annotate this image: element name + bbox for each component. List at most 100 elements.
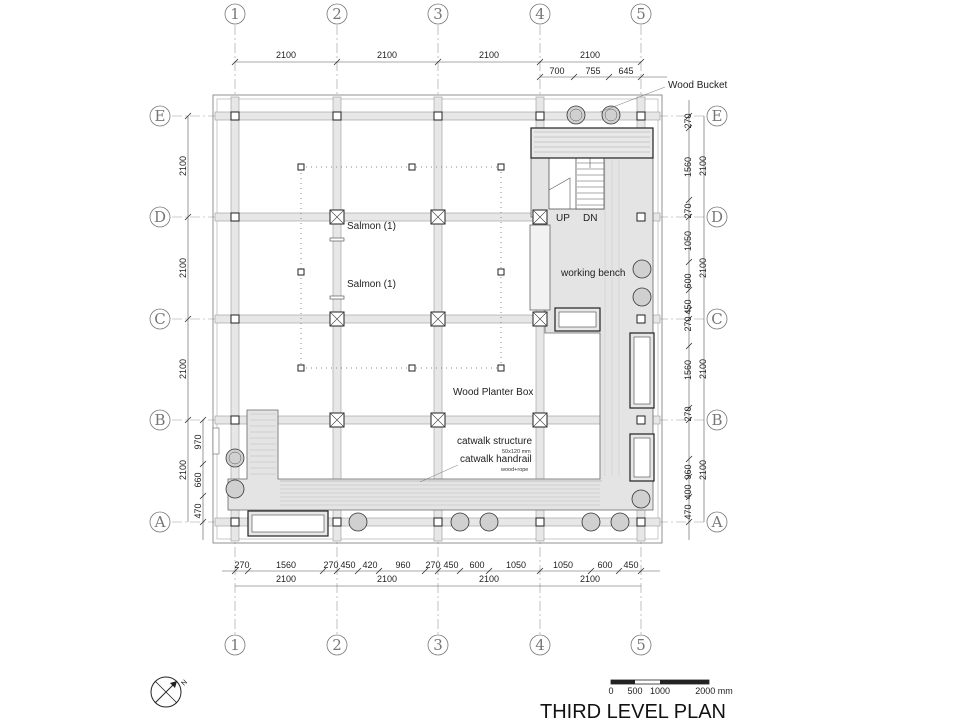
svg-text:400: 400 xyxy=(683,484,693,499)
catwalk-structure-label: catwalk structure xyxy=(457,436,532,447)
svg-text:2100: 2100 xyxy=(276,574,296,584)
left-dimensions: 2100 2100 2100 2100 970 660 470 xyxy=(178,112,220,540)
svg-text:420: 420 xyxy=(362,560,377,570)
svg-text:2100: 2100 xyxy=(698,359,708,379)
svg-text:2100: 2100 xyxy=(479,50,499,60)
working-bench-label: working bench xyxy=(560,268,625,279)
svg-text:1050: 1050 xyxy=(683,231,693,251)
north-letter: N xyxy=(180,679,189,688)
svg-text:270: 270 xyxy=(683,113,693,128)
wood-buckets xyxy=(225,105,652,532)
grid-col-3-top: 3 xyxy=(433,5,443,23)
catwalk-handrail-label: catwalk handrail xyxy=(460,454,532,465)
grid-row-e-left: E xyxy=(155,107,166,125)
grid-row-a-right: A xyxy=(711,513,723,531)
columns xyxy=(230,111,646,527)
grid-row-c-left: C xyxy=(154,310,165,328)
svg-text:450: 450 xyxy=(340,560,355,570)
svg-text:270: 270 xyxy=(323,560,338,570)
svg-text:755: 755 xyxy=(585,66,600,76)
svg-text:450: 450 xyxy=(683,299,693,314)
grid-row-c-right: C xyxy=(711,310,722,328)
wood-planter-box-label: Wood Planter Box xyxy=(453,387,533,398)
top-bench-box xyxy=(530,127,654,159)
svg-text:1000: 1000 xyxy=(650,686,670,696)
drawing-title: THIRD LEVEL PLAN xyxy=(540,701,726,723)
svg-text:600: 600 xyxy=(469,560,484,570)
grid-col-2-bottom: 2 xyxy=(332,636,342,654)
grid-col-5-bottom: 5 xyxy=(636,636,646,654)
svg-text:1050: 1050 xyxy=(506,560,526,570)
salmon-label-1: Salmon (1) xyxy=(347,221,396,232)
svg-text:2100: 2100 xyxy=(698,258,708,278)
grid-row-b-left: B xyxy=(154,411,165,429)
column-bubbles-bottom: 1 2 3 4 5 xyxy=(224,634,652,656)
svg-text:700: 700 xyxy=(549,66,564,76)
grid-col-1-top: 1 xyxy=(230,5,240,23)
grid-row-b-right: B xyxy=(711,411,722,429)
svg-text:600: 600 xyxy=(683,273,693,288)
planter-frame-dotted xyxy=(300,166,502,369)
svg-text:270: 270 xyxy=(683,203,693,218)
svg-text:270: 270 xyxy=(683,316,693,331)
svg-text:270: 270 xyxy=(425,560,440,570)
svg-text:2100: 2100 xyxy=(698,156,708,176)
svg-text:2100: 2100 xyxy=(377,574,397,584)
svg-text:2100: 2100 xyxy=(698,460,708,480)
svg-text:2000 mm: 2000 mm xyxy=(695,686,733,696)
svg-text:960: 960 xyxy=(395,560,410,570)
bottom-dimensions: 270 1560 270 450 420 960 270 450 600 105… xyxy=(222,560,660,587)
svg-text:450: 450 xyxy=(443,560,458,570)
floor-slab-outline xyxy=(212,94,663,544)
salmon-label-2: Salmon (1) xyxy=(347,279,396,290)
planter-boxes xyxy=(247,307,655,537)
grid-row-d-right: D xyxy=(711,208,723,226)
row-bubbles-left: E D C B A xyxy=(149,105,171,533)
grid-col-5-top: 5 xyxy=(636,5,646,23)
stair xyxy=(548,156,605,210)
svg-text:2100: 2100 xyxy=(178,156,188,176)
column-bubbles-top: 1 2 3 4 5 xyxy=(224,3,652,25)
right-dimensions: 270 1560 270 1050 600 450 270 1560 270 9… xyxy=(683,100,708,540)
svg-text:600: 600 xyxy=(597,560,612,570)
grid-col-1-bottom: 1 xyxy=(230,636,240,654)
svg-text:2100: 2100 xyxy=(377,50,397,60)
scale-bar: 0 500 1000 2000 mm xyxy=(608,679,733,696)
grid-row-d-left: D xyxy=(154,208,166,226)
grid-row-a-left: A xyxy=(154,513,166,531)
svg-text:2100: 2100 xyxy=(276,50,296,60)
svg-text:500: 500 xyxy=(627,686,642,696)
svg-text:970: 970 xyxy=(193,434,203,449)
grid-col-4-top: 4 xyxy=(535,5,545,23)
row-bubbles-right: E D C B A xyxy=(706,105,728,533)
svg-text:1560: 1560 xyxy=(683,360,693,380)
north-arrow-icon: N xyxy=(150,676,189,708)
stair-up-label: UP xyxy=(556,213,570,224)
svg-text:2100: 2100 xyxy=(580,50,600,60)
svg-text:660: 660 xyxy=(193,472,203,487)
svg-text:1560: 1560 xyxy=(276,560,296,570)
svg-text:2100: 2100 xyxy=(580,574,600,584)
svg-text:2100: 2100 xyxy=(479,574,499,584)
wood-bucket-label: Wood Bucket xyxy=(668,80,728,91)
svg-text:470: 470 xyxy=(683,504,693,519)
grid-col-3-bottom: 3 xyxy=(433,636,443,654)
svg-text:270: 270 xyxy=(683,406,693,421)
svg-text:450: 450 xyxy=(623,560,638,570)
stair-down-label: DN xyxy=(583,213,597,224)
svg-text:1050: 1050 xyxy=(553,560,573,570)
working-bench xyxy=(529,224,551,311)
svg-text:2100: 2100 xyxy=(178,460,188,480)
svg-text:1560: 1560 xyxy=(683,157,693,177)
svg-text:960: 960 xyxy=(683,464,693,479)
svg-text:2100: 2100 xyxy=(178,258,188,278)
grid-col-2-top: 2 xyxy=(332,5,342,23)
planter-frame-posts xyxy=(297,163,505,372)
top-dimensions: 2100 2100 2100 2100 700 755 645 xyxy=(231,50,667,81)
grid-col-4-bottom: 4 xyxy=(535,636,545,654)
grid-row-e-right: E xyxy=(712,107,723,125)
catwalk-structure-note: 50x120 mm xyxy=(502,449,531,455)
svg-text:2100: 2100 xyxy=(178,359,188,379)
catwalk-handrail-note: wood+rope xyxy=(500,467,528,473)
